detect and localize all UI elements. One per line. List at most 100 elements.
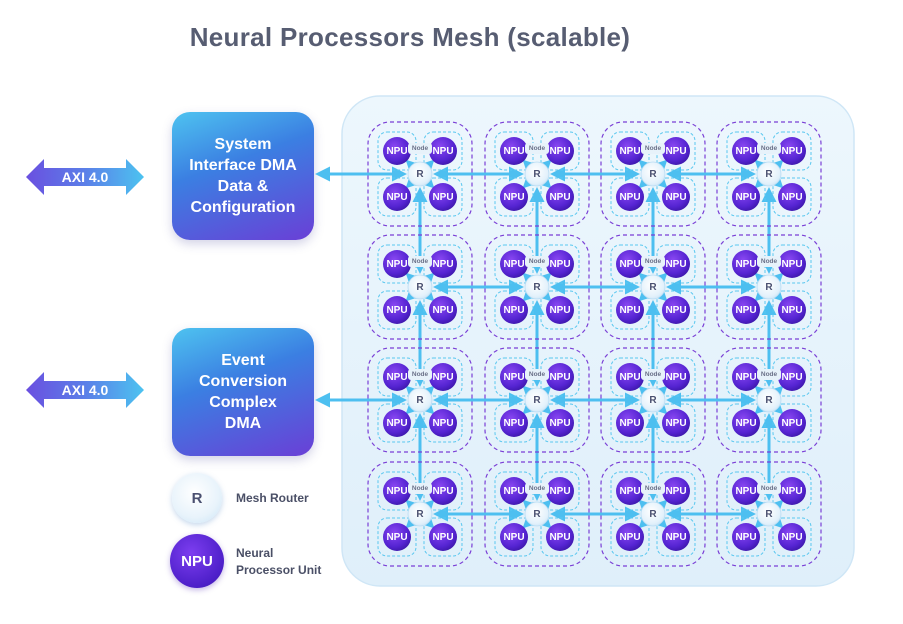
legend-npu-label: Neural Processor Unit [236,546,322,577]
npu-label: NPU [665,146,686,157]
mesh-router [756,161,782,187]
npu-label: NPU [432,192,453,203]
npu-cell-boundary [726,290,766,330]
npu-chip [429,296,457,324]
node-label-pill [641,483,665,494]
router-label: R [765,509,773,520]
node-boundary [367,347,473,453]
npu-chip [732,296,760,324]
npu-label: NPU [735,418,756,429]
node-label-pill [641,256,665,267]
npu-chip [429,477,457,505]
npu-cell-boundary [772,517,812,557]
npu-cell-boundary [494,177,534,217]
node-boundary [367,461,473,567]
npu-cell-boundary [494,357,534,397]
mesh-router [524,387,550,413]
npu-label: NPU [619,146,640,157]
npu-chip [616,409,644,437]
npu-cell-boundary [377,177,417,217]
node-label-pill [525,256,549,267]
npu-cell-boundary [772,290,812,330]
npu-label: NPU [781,486,802,497]
npu-chip [546,137,574,165]
npu-label: NPU [432,532,453,543]
node-label: Node [529,258,546,265]
npu-chip [616,477,644,505]
node-label: Node [412,258,429,265]
npu-cell-boundary [377,244,417,284]
node-label: Node [412,145,429,152]
npu-label: NPU [735,486,756,497]
npu-cell-boundary [540,177,580,217]
npu-chip [662,409,690,437]
npu-chip [662,523,690,551]
npu-label: NPU [549,305,570,316]
npu-chip [383,477,411,505]
node-label: Node [645,258,662,265]
event-conversion-dma-block: Event Conversion Complex DMA [172,328,314,456]
npu-label: NPU [386,486,407,497]
npu-chip [616,137,644,165]
npu-chip [778,183,806,211]
npu-chip [662,250,690,278]
npu-chip [546,183,574,211]
npu-cell-boundary [377,357,417,397]
router-label: R [649,395,657,406]
npu-label: NPU [619,418,640,429]
npu-cell-boundary [377,403,417,443]
node-boundary [716,461,822,567]
npu-label: NPU [781,192,802,203]
node-boundary [716,121,822,227]
router-label: R [649,282,657,293]
npu-label: NPU [781,259,802,270]
node-label: Node [412,485,429,492]
double-arrow-icon [26,159,144,195]
axi-label: AXI 4.0 [61,382,109,398]
npu-label: NPU [735,192,756,203]
node-boundary [716,347,822,453]
npu-label: NPU [549,192,570,203]
npu-chip [500,363,528,391]
npu-chip [546,409,574,437]
node-label: Node [412,371,429,378]
npu-label: NPU [386,532,407,543]
npu-chip [546,523,574,551]
npu-cell-boundary [726,403,766,443]
npu-label: NPU [781,372,802,383]
npu-chip [778,477,806,505]
npu-label: NPU [665,532,686,543]
node-boundary [600,461,706,567]
npu-cell-boundary [610,177,650,217]
npu-cell-boundary [610,403,650,443]
npu-label: NPU [503,532,524,543]
npu-label: NPU [781,532,802,543]
node-boundary [484,121,590,227]
npu-label: NPU [665,418,686,429]
npu-cell-boundary [610,357,650,397]
npu-chip [662,183,690,211]
npu-label: NPU [549,372,570,383]
npu-chip [383,250,411,278]
npu-cell-boundary [540,517,580,557]
npu-chip [546,296,574,324]
npu-chip [778,137,806,165]
npu-chip [616,296,644,324]
npu-chip [662,137,690,165]
npu-cell-boundary [610,290,650,330]
node-boundary [600,234,706,340]
page-title: Neural Processors Mesh (scalable) [189,22,631,52]
npu-chip [778,363,806,391]
npu-cell-boundary [610,244,650,284]
node-boundary [484,347,590,453]
mesh-router [524,161,550,187]
legend-npu-symbol: NPU [181,552,213,570]
npu-label: NPU [549,418,570,429]
npu-cell-boundary [726,471,766,511]
npu-cell-boundary [494,244,534,284]
